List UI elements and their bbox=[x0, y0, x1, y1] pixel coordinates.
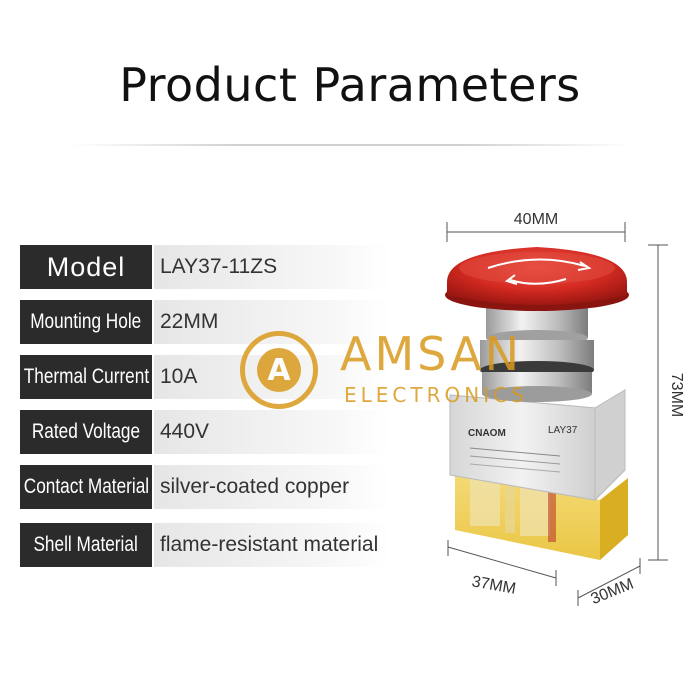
dimension-height: 73MM bbox=[648, 244, 685, 561]
dimension-depth-front: 37MM bbox=[447, 540, 557, 598]
switch-body: CNAOM LAY37 bbox=[449, 389, 626, 502]
param-value: 440V bbox=[154, 410, 390, 454]
param-row-mounting-hole: Mounting Hole 22MM bbox=[20, 300, 390, 344]
param-row-contact-material: Contact Material silver-coated copper bbox=[20, 465, 390, 509]
dimension-width: 40MM bbox=[446, 211, 626, 242]
param-label: Thermal Current bbox=[20, 355, 152, 399]
title-divider bbox=[70, 144, 630, 146]
param-row-shell-material: Shell Material flame-resistant material bbox=[20, 523, 390, 567]
dimension-depth-side: 30MM bbox=[577, 558, 641, 608]
watermark-emblem: A bbox=[240, 331, 318, 409]
page-title: Product Parameters bbox=[119, 58, 581, 112]
dimension-width-label: 40MM bbox=[514, 211, 558, 228]
watermark-logo: A AMSAN ELECTRONICS bbox=[240, 323, 560, 413]
param-value: LAY37-11ZS bbox=[154, 245, 390, 289]
emergency-stop-cap bbox=[445, 247, 629, 311]
param-label: Contact Material bbox=[20, 465, 152, 509]
chrome-collar bbox=[480, 300, 594, 402]
watermark-brand: AMSAN bbox=[340, 327, 523, 381]
param-label: Model bbox=[20, 245, 152, 289]
watermark-subtitle: ELECTRONICS bbox=[344, 383, 528, 407]
param-label: Shell Material bbox=[20, 523, 152, 567]
dimension-depth-front-label: 37MM bbox=[470, 573, 517, 597]
param-value: silver-coated copper bbox=[154, 465, 390, 509]
dimension-height-label: 73MM bbox=[668, 373, 685, 417]
param-row-rated-voltage: Rated Voltage 440V bbox=[20, 410, 390, 454]
param-row-model: Model LAY37-11ZS bbox=[20, 245, 390, 289]
param-label: Rated Voltage bbox=[20, 410, 152, 454]
param-value: flame-resistant material bbox=[154, 523, 390, 567]
param-label: Mounting Hole bbox=[20, 300, 152, 344]
brand-label: CNAOM bbox=[468, 428, 506, 439]
watermark-letter: A bbox=[257, 348, 301, 392]
model-label: LAY37 bbox=[548, 425, 578, 436]
